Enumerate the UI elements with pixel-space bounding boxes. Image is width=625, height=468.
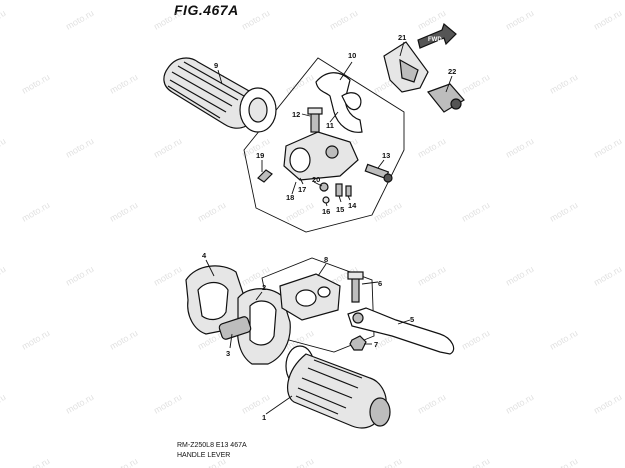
- watermark-text: moto.ru: [0, 392, 7, 416]
- screw-19: [257, 169, 273, 183]
- watermark-text: moto.ru: [152, 264, 183, 288]
- master-cylinder-body: [283, 131, 359, 181]
- watermark-text: moto.ru: [416, 136, 447, 160]
- clutch-perch: [236, 288, 291, 365]
- watermark-text: moto.ru: [240, 392, 271, 416]
- callout-15: 15: [336, 205, 344, 214]
- watermark-text: moto.ru: [372, 200, 403, 224]
- watermark-text: moto.ru: [548, 72, 579, 96]
- watermark-text: moto.ru: [240, 8, 271, 32]
- watermark-text: moto.ru: [108, 456, 139, 468]
- nut-7: [349, 335, 367, 351]
- clutch-housing: [185, 265, 245, 335]
- watermark-text: moto.ru: [64, 8, 95, 32]
- watermark-text: moto.ru: [504, 392, 535, 416]
- watermark-text: moto.ru: [284, 456, 315, 468]
- callout-13: 13: [382, 151, 390, 160]
- callout-9: 9: [214, 61, 218, 70]
- watermark-text: moto.ru: [328, 8, 359, 32]
- watermark-text: moto.ru: [20, 328, 51, 352]
- callout-20: 20: [312, 175, 320, 184]
- watermark-text: moto.ru: [460, 456, 491, 468]
- spring-15: [335, 183, 343, 197]
- figure-title: FIG.467A: [174, 2, 239, 18]
- lever-clamp: [279, 273, 341, 321]
- watermark-text: moto.ru: [196, 200, 227, 224]
- nut-20: [319, 182, 329, 192]
- watermark-text: moto.ru: [592, 392, 623, 416]
- leader-lines: [205, 41, 453, 415]
- adjuster-13: [364, 163, 393, 183]
- watermark-text: moto.ru: [284, 200, 315, 224]
- cable-holder: [218, 316, 252, 340]
- watermark-text: moto.ru: [548, 456, 579, 468]
- watermark-text: moto.ru: [460, 328, 491, 352]
- callout-6: 6: [378, 279, 382, 288]
- callout-2: 2: [262, 283, 266, 292]
- callout-19: 19: [256, 151, 264, 160]
- watermark-text: moto.ru: [0, 8, 7, 32]
- grip-right: [163, 57, 277, 133]
- watermark-text: moto.ru: [548, 200, 579, 224]
- callout-21: 21: [398, 33, 406, 42]
- callout-18: 18: [286, 193, 294, 202]
- callout-7: 7: [374, 340, 378, 349]
- callout-12: 12: [292, 110, 300, 119]
- callout-labels: 9 10 21 22 12 11 19 13 17 20 18 16 15 14…: [202, 33, 456, 422]
- watermark-text: moto.ru: [504, 136, 535, 160]
- watermark-text: moto.ru: [0, 136, 7, 160]
- watermark-text: moto.ru: [372, 456, 403, 468]
- watermark-text: moto.ru: [548, 328, 579, 352]
- watermark-text: moto.ru: [504, 8, 535, 32]
- watermark-text: moto.ru: [416, 264, 447, 288]
- figure-footer-code: RM-Z250L8 E13 467A: [177, 442, 247, 449]
- front-brake-lever: [315, 72, 363, 133]
- callout-8: 8: [324, 255, 328, 264]
- fwd-arrow-icon: FWD: [417, 22, 457, 49]
- fwd-label: FWD: [428, 37, 442, 43]
- callout-22: 22: [448, 67, 456, 76]
- callout-4: 4: [202, 251, 207, 260]
- watermark-text: moto.ru: [152, 8, 183, 32]
- watermark-text: moto.ru: [592, 136, 623, 160]
- watermark-text: moto.ru: [416, 392, 447, 416]
- hot-start-cover: [383, 41, 429, 93]
- watermark-text: moto.ru: [64, 392, 95, 416]
- figure-footer-caption: HANDLE LEVER: [177, 452, 231, 459]
- watermark-text: moto.ru: [20, 200, 51, 224]
- watermark-text: moto.ru: [108, 328, 139, 352]
- watermark-text: moto.ru: [64, 264, 95, 288]
- callout-14: 14: [348, 201, 357, 210]
- callout-11: 11: [326, 121, 334, 130]
- watermark-text: moto.ru: [152, 392, 183, 416]
- watermark-text: moto.ru: [108, 200, 139, 224]
- callout-1: 1: [262, 413, 266, 422]
- watermark-text: moto.ru: [460, 200, 491, 224]
- watermark-text: moto.ru: [20, 72, 51, 96]
- callout-16: 16: [322, 207, 330, 216]
- hot-start-plunger: [427, 83, 465, 113]
- watermark-text: moto.ru: [108, 72, 139, 96]
- clutch-lever: [347, 307, 455, 355]
- watermark-text: moto.ru: [460, 72, 491, 96]
- callout-10: 10: [348, 51, 356, 60]
- watermark-text: moto.ru: [592, 264, 623, 288]
- watermark-text: moto.ru: [152, 136, 183, 160]
- grip-left: [285, 345, 391, 429]
- callout-3: 3: [226, 349, 230, 358]
- watermark-text: moto.ru: [504, 264, 535, 288]
- callout-5: 5: [410, 315, 414, 324]
- bolt-6: [347, 271, 364, 303]
- pin-14: [345, 185, 352, 197]
- watermark-text: moto.ru: [64, 136, 95, 160]
- watermark-text: moto.ru: [20, 456, 51, 468]
- watermark-text: moto.ru: [592, 8, 623, 32]
- watermark-text: moto.ru: [0, 264, 7, 288]
- watermark-text: moto.ru: [284, 72, 315, 96]
- callout-17: 17: [298, 185, 306, 194]
- washer-16: [322, 196, 330, 204]
- bolt-12: [307, 107, 323, 133]
